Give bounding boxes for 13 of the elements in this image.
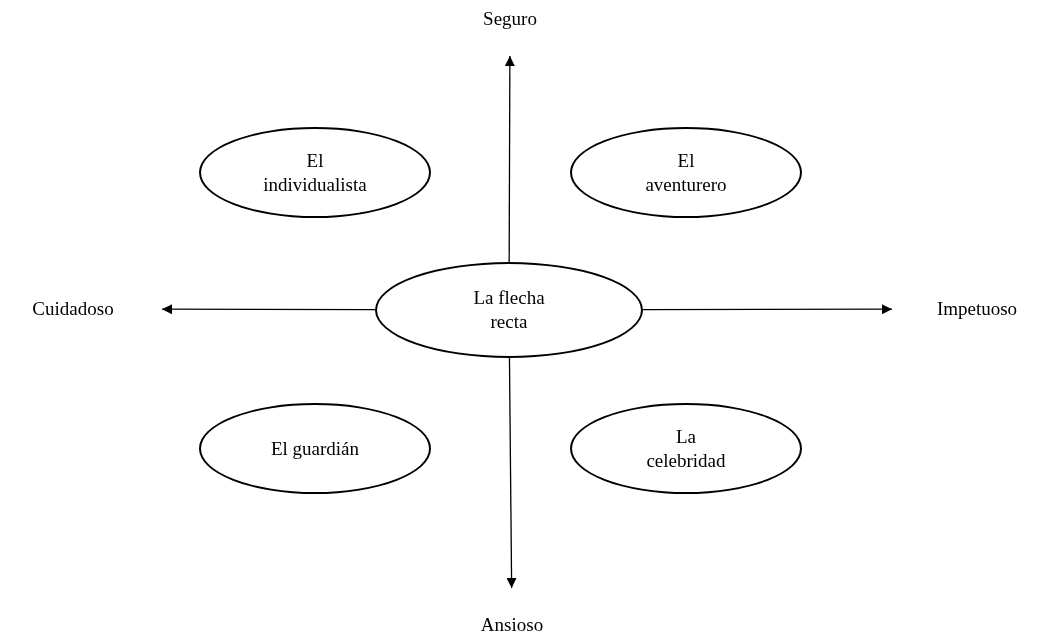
arrow (161, 304, 376, 315)
axis-label: Cuidadoso (8, 296, 138, 322)
arrow (504, 55, 515, 263)
axis-label: Seguro (478, 6, 542, 32)
arrow (642, 304, 893, 315)
node-text: La flecha recta (472, 286, 546, 334)
arrow (506, 357, 517, 589)
axis-label: Ansioso (478, 612, 546, 638)
axis-label: Impetuoso (916, 296, 1038, 322)
node-text: El aventurero (644, 148, 728, 197)
node-text: El individualista (262, 148, 368, 197)
node-text: El guardián (269, 436, 361, 461)
node-text: La celebridad (645, 424, 727, 473)
